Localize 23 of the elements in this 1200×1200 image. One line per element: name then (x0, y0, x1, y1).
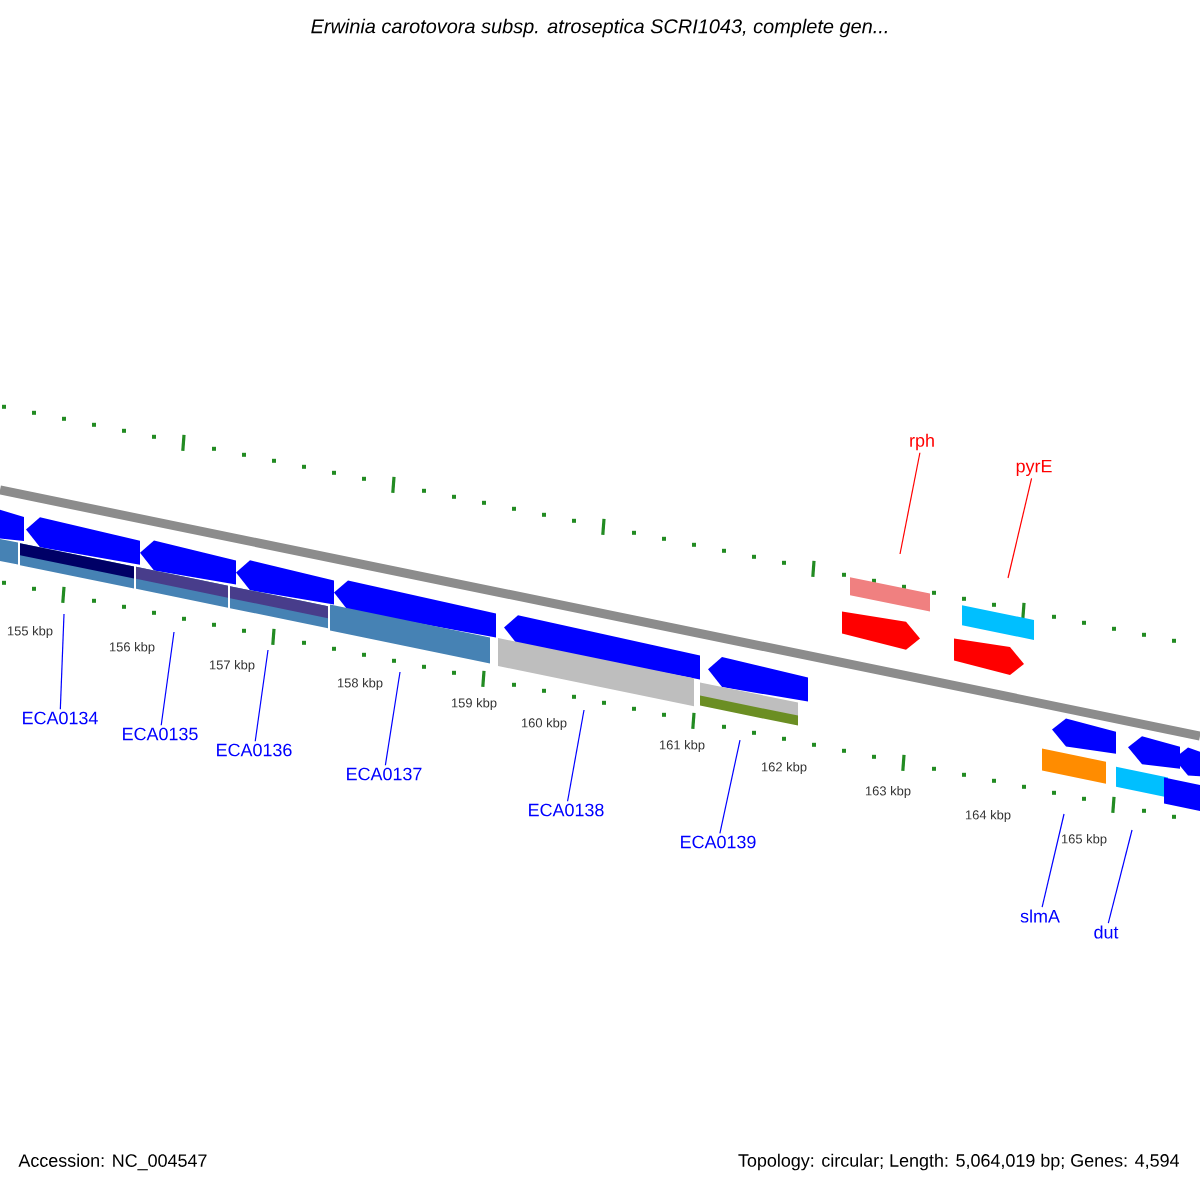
gene-label: ECA0136 (217, 743, 292, 757)
leader-line (1007, 477, 1033, 579)
leader-line (160, 631, 175, 726)
leader-line (567, 709, 585, 802)
gene-label: ECA0135 (123, 727, 198, 741)
leader-line (1107, 829, 1133, 924)
leader-line (899, 452, 921, 555)
accession-text: Accession: NC_004547 (18, 1153, 207, 1171)
genome-info-text: Topology: circular; Length: 5,064,019 bp; Genes: 4,594 (738, 1153, 1179, 1171)
gene-label: dut (1094, 925, 1119, 939)
leader-line (719, 739, 741, 834)
gene-label: ECA0137 (347, 767, 422, 781)
gene-label: slmA (1020, 909, 1060, 923)
leader-line (254, 649, 269, 742)
gene-label: ECA0134 (23, 711, 98, 725)
gene-label: rph (910, 433, 934, 451)
leader-line (1041, 813, 1065, 908)
leader-line (59, 613, 65, 710)
gene-label: ECA0139 (681, 835, 756, 849)
gene-label: ECA0138 (529, 803, 604, 817)
title: Erwinia carotovora subsp. atroseptica SCRI1043, complete gen... (311, 18, 887, 38)
leader-line (384, 671, 401, 766)
gene-label: pyrE (1016, 459, 1052, 477)
